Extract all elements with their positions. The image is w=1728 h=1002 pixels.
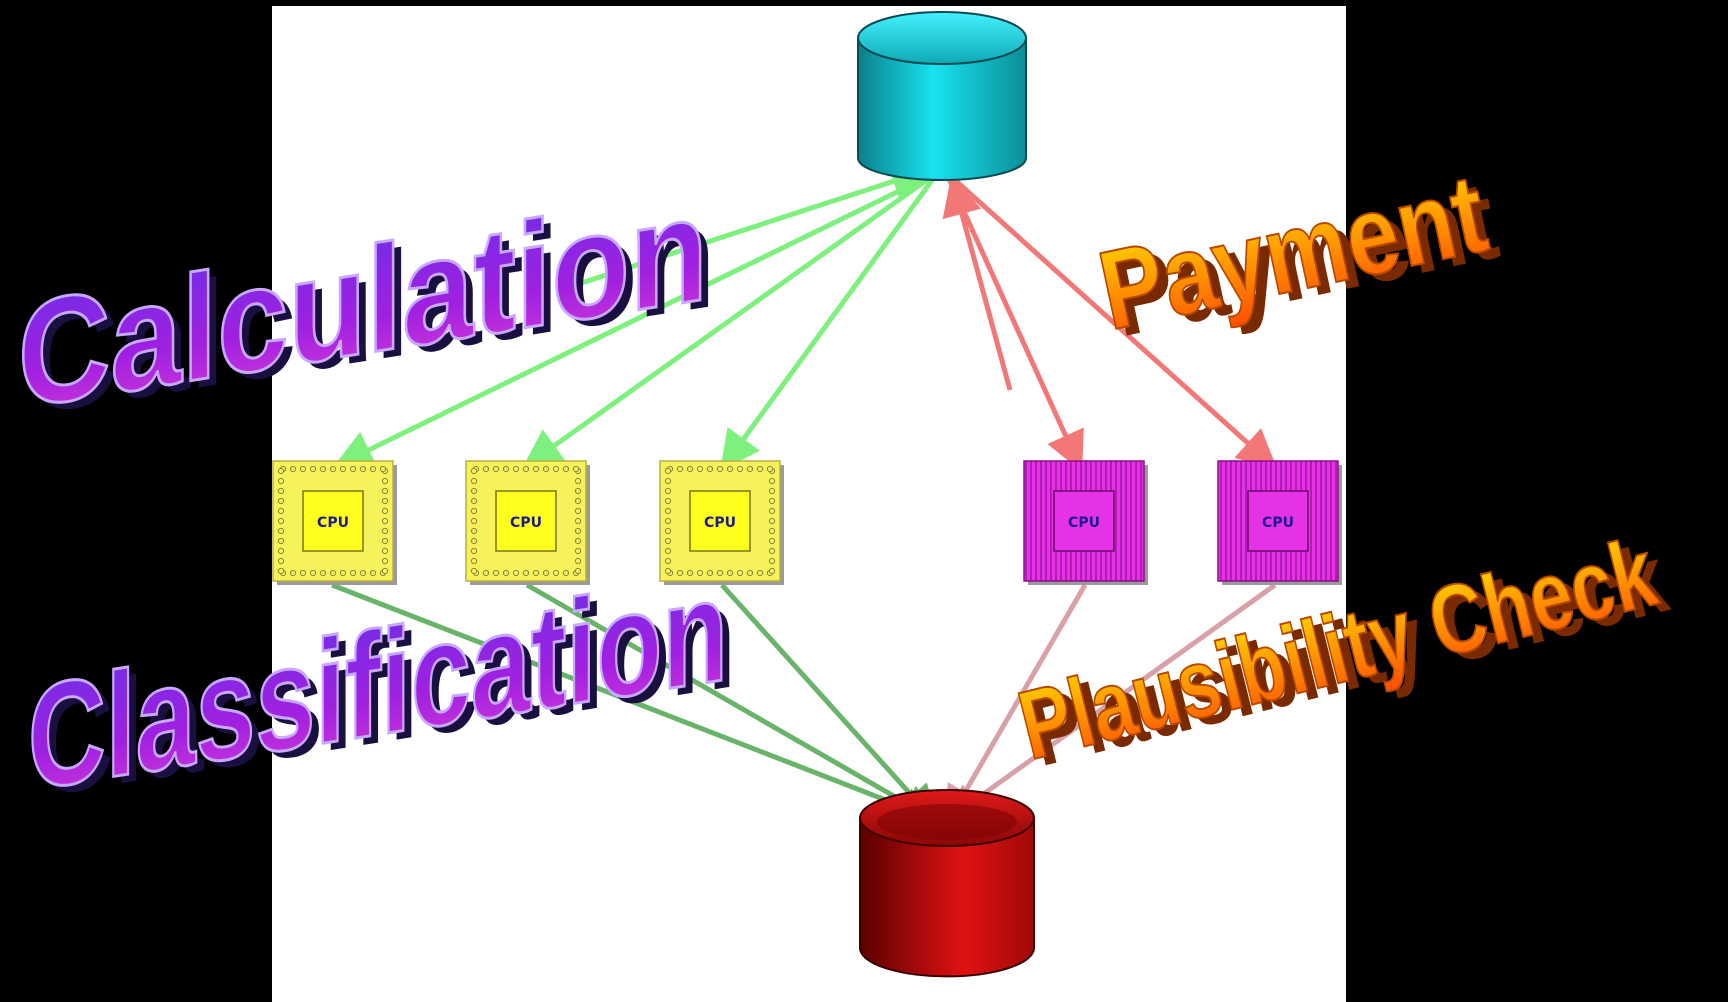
cpu-chip-4: CPU <box>1023 460 1148 585</box>
arrows-top-to-cpus <box>333 162 1278 473</box>
arrows-cpus-to-bottom <box>331 582 1277 827</box>
cpu-chip-2: CPU <box>465 460 590 585</box>
arrow-cpu-5-to-out <box>941 582 1277 824</box>
arrow-cpu-1-to-db <box>559 162 932 293</box>
arrow-cpu-4-to-db <box>942 175 1013 391</box>
arrow-db-to-cpu-1 <box>333 169 940 468</box>
cyan-database-icon <box>857 11 1027 181</box>
cpu-group: CPU CPU CPU CPU CPU <box>272 460 1342 585</box>
cpu-label: CPU <box>1068 515 1100 531</box>
arrow-cpu-1-to-out <box>331 582 942 826</box>
red-database-icon <box>859 789 1035 978</box>
cpu-chip-5: CPU <box>1217 460 1342 585</box>
arrow-db-to-cpu-2 <box>521 169 940 469</box>
arrow-cpu-3-to-out <box>720 583 939 826</box>
cpu-label: CPU <box>510 515 542 531</box>
cpu-chip-1: CPU <box>272 460 397 585</box>
cpu-label: CPU <box>1262 515 1294 531</box>
arrow-db-to-cpu-4 <box>943 170 1084 473</box>
arrow-cpu-2-to-out <box>525 582 941 823</box>
cpu-label: CPU <box>704 515 736 531</box>
cpu-label: CPU <box>317 515 349 531</box>
arrow-db-to-cpu-5 <box>944 170 1278 470</box>
arrow-db-to-cpu-3 <box>720 170 941 472</box>
arrow-cpu-4-to-out <box>944 583 1088 827</box>
cpu-chip-3: CPU <box>659 460 784 585</box>
diagram-panel <box>272 6 1346 1002</box>
